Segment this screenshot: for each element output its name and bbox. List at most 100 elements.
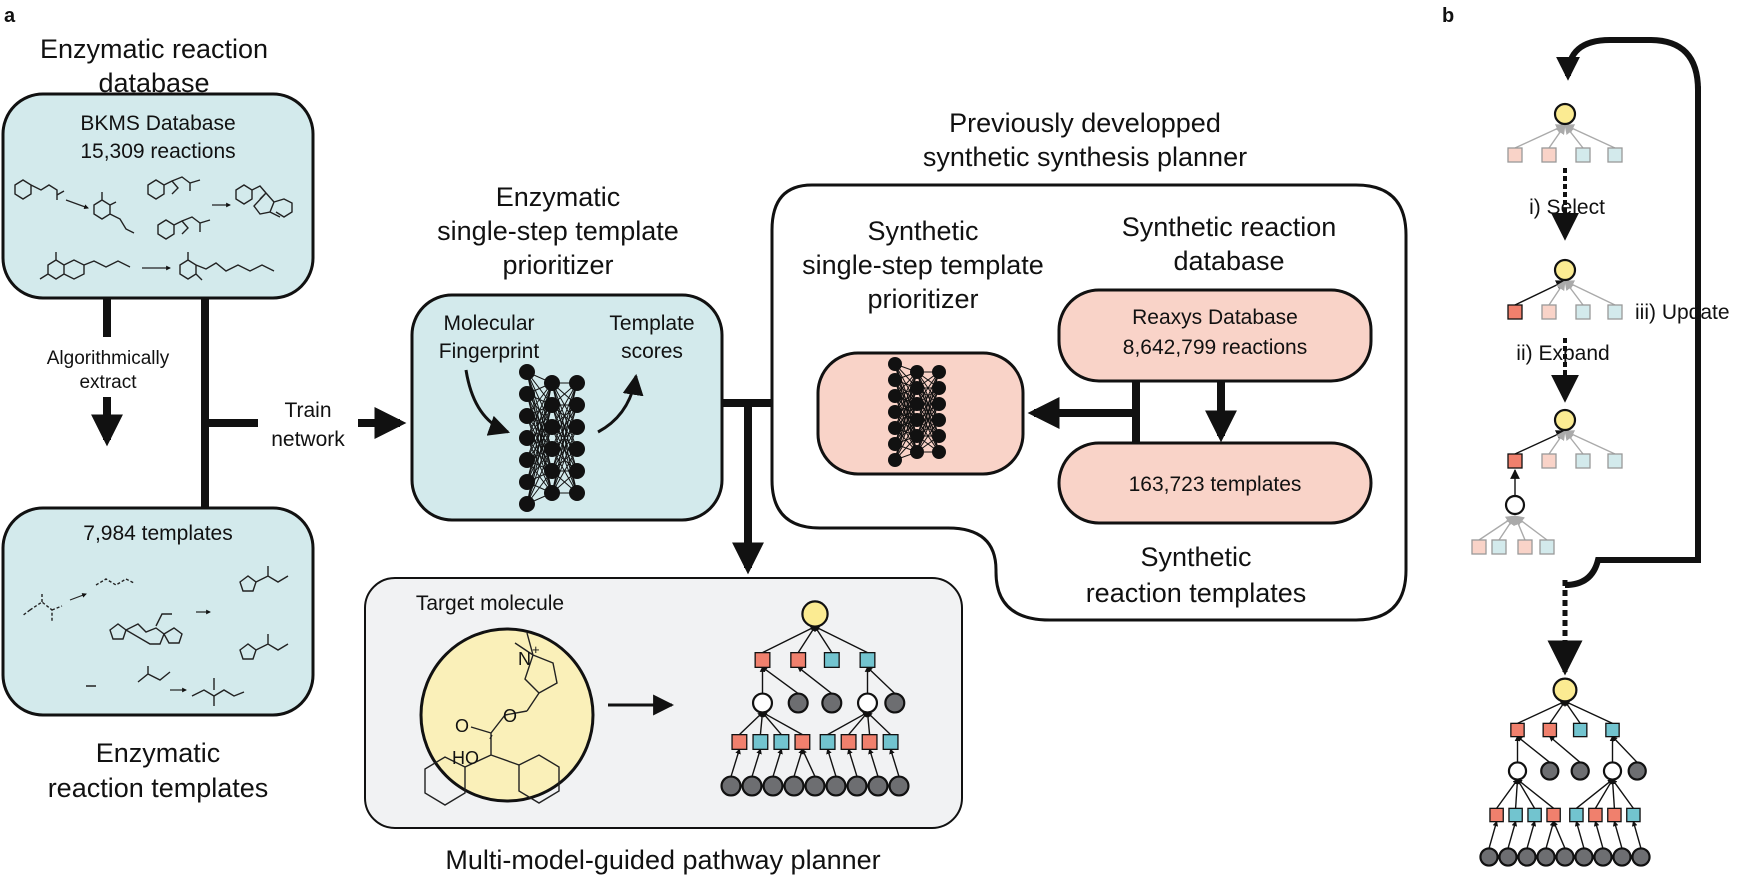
tree-edge [1516,778,1536,809]
enzymatic-template-count: 7,984 templates [83,522,232,545]
candidate-reaction-node [1575,147,1591,163]
selected-reaction-node [1507,453,1523,469]
stage-edge [1564,124,1616,149]
candidate-reaction-node [1607,304,1623,320]
panel-label-a: a [4,5,16,27]
nn-edge [526,426,553,505]
leaf-molecule-node [888,775,910,797]
synthetic-prioritizer-title-line1: Synthetic [867,216,978,246]
reaction-node [794,734,811,751]
bkms-database-box [1,92,315,300]
nn-neuron [544,441,560,457]
tree-edge [1507,820,1518,849]
candidate-reaction-node [1607,453,1623,469]
tree-edge [813,625,868,654]
fingerprint-label-line1: Molecular [443,312,534,335]
enzymatic-prioritizer-box [410,293,724,522]
candidate-reaction-node [1541,304,1557,320]
reaction-node [1607,807,1622,823]
nn-neuron [910,397,924,411]
root-node [1553,102,1577,126]
molecule-node [751,692,774,714]
candidate-reaction-node [1491,539,1507,555]
tree-edge [1549,700,1566,724]
target-molecule-label: Target molecule [416,592,564,615]
nn-neuron [910,365,924,379]
nn-neuron [519,496,535,512]
tree-edge [730,748,741,777]
reaction-node [752,734,769,751]
leaf-molecule-node [1498,847,1518,867]
extract-label-line1: Algorithmically [47,348,170,369]
candidate-reaction-node [1575,453,1591,469]
reaction-node [754,652,771,669]
tree-edge [866,666,896,695]
nn-edge [526,448,553,505]
nn-neuron [519,452,535,468]
molecule-node [1602,761,1623,781]
synthetic-neural-network [888,357,946,467]
tree-edge [1552,820,1566,849]
enzymatic-templates-caption-line1: Enzymatic [96,738,221,768]
tree-edge [1574,820,1585,849]
tree-edge [797,666,833,695]
nn-neuron [888,405,902,419]
mol-nitrogen: N [518,649,531,669]
nn-neuron [569,397,585,413]
nn-neuron [519,408,535,424]
tree-edge [761,711,803,736]
nn-edge [551,448,578,494]
leaf-molecule-node [741,775,763,797]
tree-edge [1545,820,1556,849]
stage-edge [1548,280,1566,306]
tree-edge [866,711,892,736]
nn-neuron [569,485,585,501]
tree-edge [1611,735,1638,763]
expanded-molecule-node [1504,494,1526,516]
reaction-node [823,652,840,669]
reaction-node [1508,807,1523,823]
reaction-node [1572,722,1588,738]
tree-edge [1496,778,1519,809]
tree-edge [1575,778,1614,809]
candidate-reaction-node [1541,453,1557,469]
tree-edge [827,711,869,736]
tree-edge [826,748,837,777]
leaf-molecule-node [762,775,784,797]
tree-edge [793,748,804,777]
reaction-node [1510,722,1525,738]
nn-edge [894,419,918,461]
reaction-node [1542,722,1558,738]
tree-edge [1594,778,1614,809]
leaf-molecule-node [1555,847,1575,867]
molecule-node [1570,761,1590,781]
nn-neuron [569,419,585,435]
synthetic-prioritizer-title-line3: prioritizer [867,284,978,314]
reaxys-reaction-count: 8,642,799 reactions [1123,336,1307,359]
leaf-molecule-node [783,775,805,797]
tree-edge [889,748,900,777]
reaction-node [731,734,748,751]
molecule-node [1507,761,1528,781]
nn-neuron [519,474,535,490]
nn-neuron [932,397,946,411]
enzymatic-templates-caption-line2: reaction templates [48,773,269,803]
stage-edge [1564,280,1616,306]
select-step-label: i) Select [1529,196,1605,219]
synthetic-db-title-line2: database [1173,246,1284,276]
nn-neuron [544,419,560,435]
nn-neuron [932,429,946,443]
nn-neuron [932,365,946,379]
target-node [801,600,829,628]
enzymatic-templates-box [1,506,315,717]
candidate-reaction-node [1575,304,1591,320]
stage-edge [1498,515,1516,541]
root-node [1553,408,1577,432]
mol-oxygen-ester: O [503,706,517,726]
stage-edge [1548,124,1566,149]
nn-neuron [569,441,585,457]
tree-edge [847,748,858,777]
nn-neuron [519,364,535,380]
reaction-node [1527,807,1542,823]
nn-neuron [544,397,560,413]
